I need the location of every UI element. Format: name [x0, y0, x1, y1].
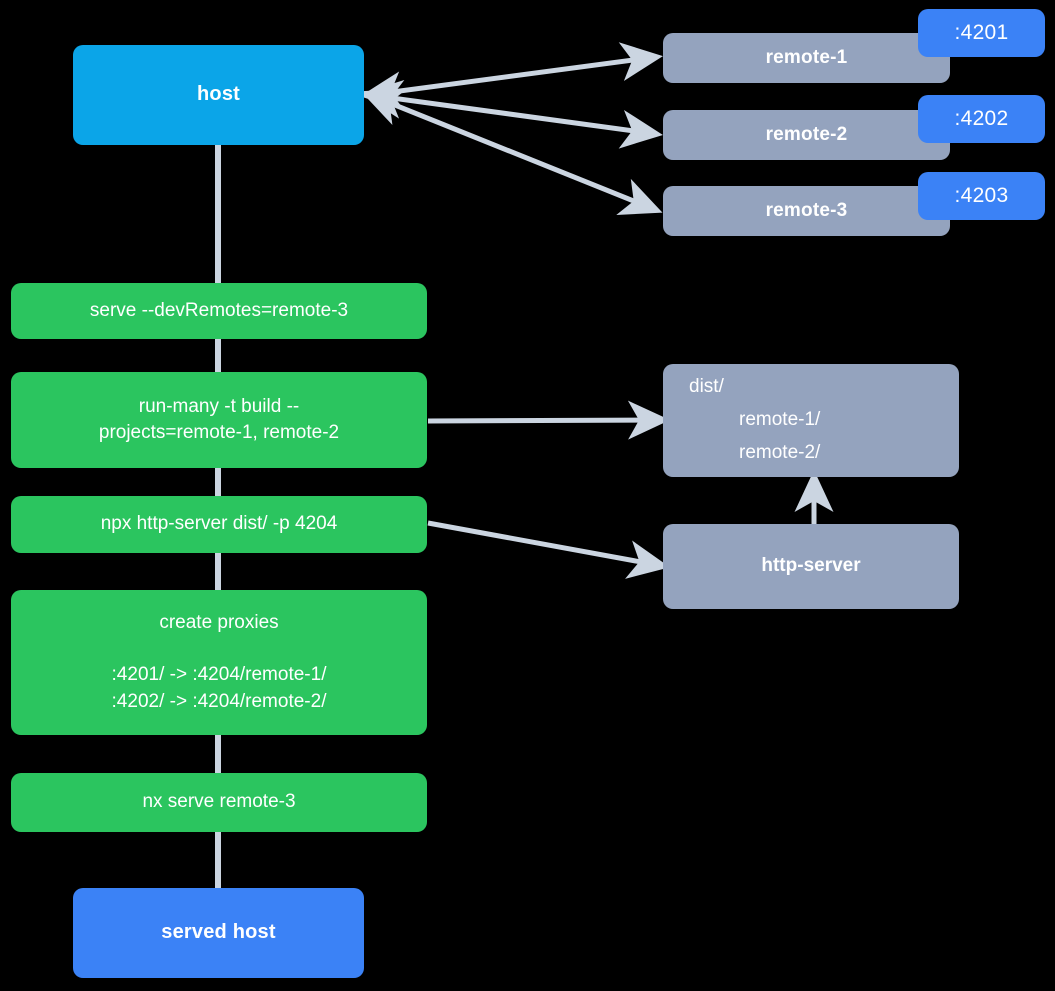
node-dist-folder[interactable]: dist/ remote-1/ remote-2/ [663, 364, 959, 477]
proxy-mapping-1: :4201/ -> :4204/remote-1/ [111, 664, 327, 686]
node-remote-1[interactable]: remote-1 [663, 33, 950, 83]
edge-runmany-to-dist [427, 400, 670, 440]
command-serve-devremotes-label: serve --devRemotes=remote-3 [89, 299, 349, 321]
node-http-server-label: http-server [761, 555, 861, 577]
node-command-npx-http-server[interactable]: npx http-server dist/ -p 4204 [11, 496, 427, 553]
port-badge-remote-1-label: :4201 [954, 21, 1009, 44]
node-remote-3-label: remote-3 [765, 199, 848, 221]
proxy-mapping-2: :4202/ -> :4204/remote-2/ [111, 690, 327, 712]
node-command-create-proxies[interactable]: create proxies :4201/ -> :4204/remote-1/… [11, 590, 427, 735]
command-run-many-line-1: run-many -t build -- [138, 395, 300, 417]
port-badge-remote-3: :4203 [918, 172, 1045, 220]
node-remote-1-label: remote-1 [765, 46, 848, 68]
dist-folder-tree: dist/ remote-1/ remote-2/ [663, 371, 959, 469]
command-create-proxies-title: create proxies [159, 612, 279, 634]
command-npx-http-server-label: npx http-server dist/ -p 4204 [100, 513, 338, 535]
dist-folder-child-2: remote-2/ [739, 441, 821, 463]
node-remote-3[interactable]: remote-3 [663, 186, 950, 236]
node-host-label: host [196, 83, 241, 106]
command-nx-serve-remote-3-label: nx serve remote-3 [142, 791, 296, 813]
node-remote-2[interactable]: remote-2 [663, 110, 950, 160]
port-badge-remote-1: :4201 [918, 9, 1045, 57]
command-run-many-line-2: projects=remote-1, remote-2 [98, 422, 340, 443]
node-remote-2-label: remote-2 [765, 123, 848, 145]
node-command-nx-serve-remote-3[interactable]: nx serve remote-3 [11, 773, 427, 832]
dist-folder-root: dist/ [689, 376, 724, 398]
edge-npx-to-httpserver [427, 520, 670, 579]
dist-folder-child-1: remote-1/ [739, 409, 821, 431]
port-badge-remote-2: :4202 [918, 95, 1045, 143]
node-host[interactable]: host [73, 45, 364, 145]
edge-host-to-remote-2 [360, 80, 663, 149]
node-served-host[interactable]: served host [73, 888, 364, 978]
port-badge-remote-2-label: :4202 [954, 107, 1009, 130]
port-badge-remote-3-label: :4203 [954, 184, 1009, 207]
edge-host-to-remote-1 [360, 42, 663, 111]
node-command-run-many[interactable]: run-many -t build -- projects=remote-1, … [11, 372, 427, 468]
edge-host-to-remote-3 [360, 88, 663, 216]
node-command-serve-devremotes[interactable]: serve --devRemotes=remote-3 [11, 283, 427, 339]
node-http-server[interactable]: http-server [663, 524, 959, 609]
node-served-host-label: served host [161, 921, 276, 944]
